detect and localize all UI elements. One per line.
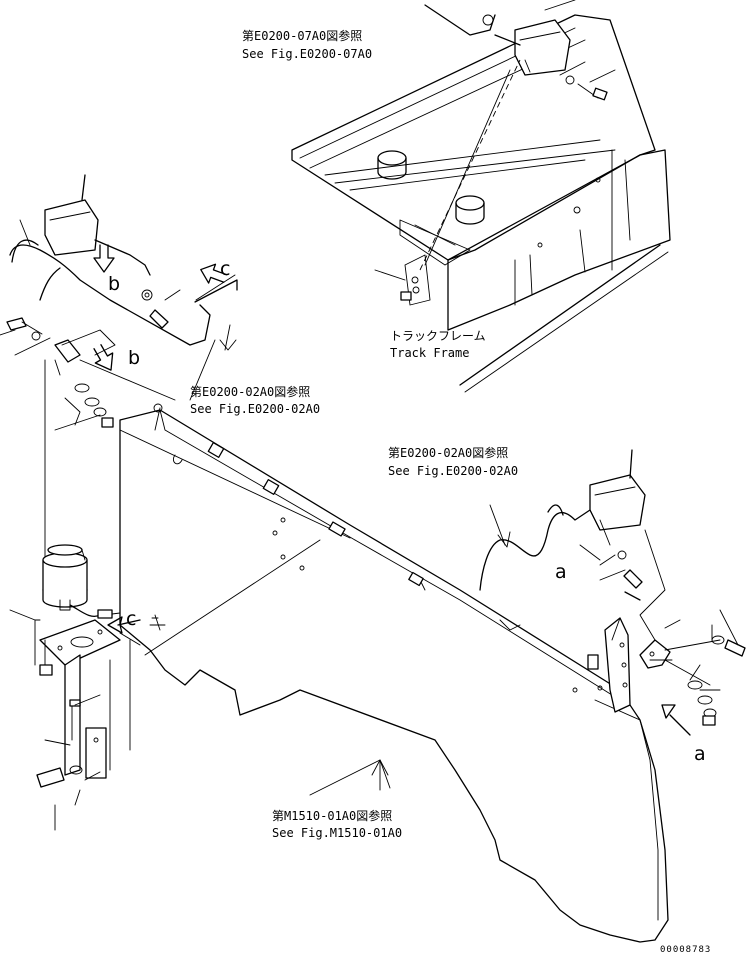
track-frame-work-lamp (374, 0, 616, 306)
connection-letter-a-upper: a (555, 561, 567, 583)
counterweight-panel (119, 403, 669, 943)
left-lamp-bracket-hardware (0, 317, 176, 601)
ref-m1510-01a0-jp: 第M1510-01A0図参照 (272, 808, 392, 823)
ref-e0200-02a0-left-en: See Fig.E0200-02A0 (190, 402, 320, 416)
right-lamp-bracket-hardware (639, 609, 746, 726)
rotating-beacon-assembly (9, 539, 321, 831)
connection-letter-b-upper: b (108, 273, 120, 295)
ref-e0200-02a0-right-jp: 第E0200-02A0図参照 (388, 445, 508, 460)
ref-e0200-07a0-jp: 第E0200-07A0図参照 (242, 28, 362, 43)
left-rear-work-lamp (9, 174, 238, 346)
right-lamp-mount-bracket (587, 617, 631, 713)
connection-arrows (93, 244, 691, 736)
connection-letter-b-lower: b (128, 347, 140, 369)
ref-m1510-01a0-en: See Fig.M1510-01A0 (272, 826, 402, 840)
track-frame-assembly (291, 14, 671, 393)
ref-e0200-02a0-right-en: See Fig.E0200-02A0 (388, 464, 518, 478)
ref-e0200-07a0-en: See Fig.E0200-07A0 (242, 47, 372, 61)
connection-letter-c-upper: c (220, 258, 230, 280)
ref-e0200-02a0-left-jp: 第E0200-02A0図参照 (190, 384, 310, 399)
right-rear-work-lamp (479, 449, 666, 641)
drawing-id: 00008783 (660, 945, 711, 955)
reference-leaders (189, 324, 511, 796)
connection-letter-c-lower: c (126, 608, 136, 630)
track-frame-label-en: Track Frame (390, 346, 469, 360)
connection-letter-a-lower: a (694, 743, 706, 765)
track-frame-label-jp: トラックフレーム (390, 329, 486, 343)
